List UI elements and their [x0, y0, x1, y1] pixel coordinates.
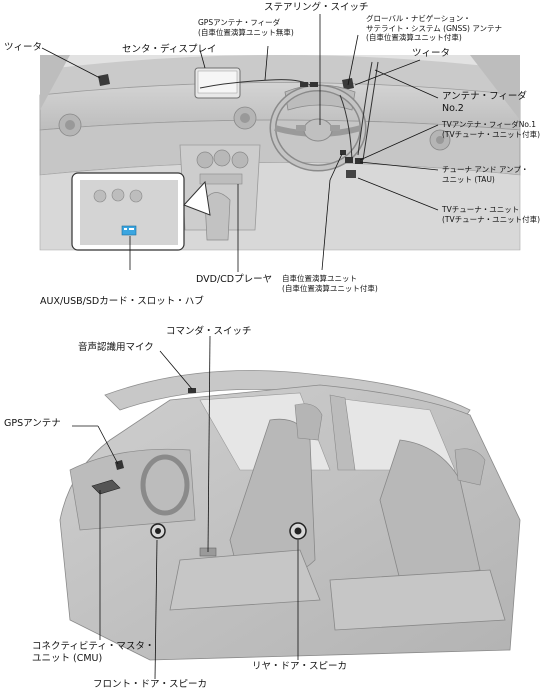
inset-knob-3 — [129, 189, 143, 203]
label-aux-usb-sd-hub: AUX/USB/SDカード・スロット・ハブ — [40, 296, 204, 307]
cabin-steering-wheel — [140, 454, 190, 516]
label-tv-feeder-line1: TVアンテナ・フィーダNo.1 — [442, 120, 536, 129]
inset-knob-1 — [93, 189, 107, 203]
label-tuner-amp-unit: チューナ アンド アンプ・ ユニット (TAU) — [442, 165, 528, 184]
label-dvd-cd-player: DVD/CDプレーヤ — [196, 274, 273, 285]
left-air-vent-core — [65, 120, 75, 130]
right-pillar — [470, 55, 520, 120]
label-gnss-line2: サテライト・システム (GNSS) アンテナ — [366, 23, 503, 33]
right-air-vent-core — [436, 136, 444, 144]
label-gnss-line1: グローバル・ナビゲーション・ — [366, 14, 471, 23]
left-pillar — [40, 55, 70, 110]
label-center-display: センタ・ディスプレイ — [122, 44, 217, 55]
climate-knob-center — [213, 149, 231, 167]
label-antenna-feeder-line1: アンテナ・フィーダ — [442, 91, 527, 102]
label-gps-feeder-line1: GPSアンテナ・フィーダ — [198, 18, 281, 27]
label-steering-switch: ステアリング・スイッチ — [264, 2, 369, 13]
gear-shifter — [204, 192, 231, 241]
rear-seat-cushion — [329, 569, 506, 631]
label-tuner-amp-line1: チューナ アンド アンプ・ — [442, 165, 529, 174]
windshield-edge — [40, 55, 520, 95]
inset-knob-2 — [111, 188, 125, 202]
tweeter-left — [98, 74, 110, 86]
antenna-feeder-cable-1 — [357, 61, 373, 156]
dvd-cd-player — [199, 173, 243, 185]
cmu-unit — [91, 479, 121, 495]
center-display-screen — [197, 70, 238, 94]
rear-headrest — [454, 448, 486, 486]
cabin-illustration — [59, 335, 521, 680]
label-tv-tuner-unit: TVチューナ・ユニット (TVチューナ・ユニット付車) — [442, 205, 540, 224]
rear-door-speaker-cone — [294, 527, 302, 535]
label-rear-door-speaker: リヤ・ドア・スピーカ — [252, 661, 348, 672]
label-position-unit-line1: 自車位置演算ユニット — [282, 274, 357, 283]
position-unit — [340, 150, 346, 155]
gps-feeder-connector-2 — [310, 82, 318, 87]
label-tv-feeder-line2: (TVチューナ・ユニット付車) — [442, 129, 541, 139]
label-position-unit: 自車位置演算ユニット (自車位置演算ユニット付車) — [282, 274, 378, 293]
label-cmu: コネクティビティ・マスタ・ ユニット (CMU) — [32, 641, 154, 665]
label-tweeter-right: ツィータ — [412, 48, 451, 59]
climate-knob-left — [196, 151, 214, 169]
label-tuner-amp-line2: ユニット (TAU) — [442, 174, 495, 184]
label-cmu-line2: ユニット (CMU) — [32, 653, 103, 664]
gnss-cable — [339, 94, 353, 161]
label-position-unit-line2: (自車位置演算ユニット付車) — [282, 283, 378, 293]
cabin-leader-lines — [72, 335, 299, 680]
tv-tuner-unit — [346, 170, 356, 178]
label-tweeter-left: ツィータ — [4, 42, 43, 53]
dashboard-illustration — [39, 14, 521, 272]
climate-knob-right — [231, 151, 249, 169]
label-gps-feeder: GPSアンテナ・フィーダ (自車位置演算ユニット無車) — [198, 18, 294, 37]
label-voice-mic: 音声認識用マイク — [78, 342, 154, 353]
voice-recognition-mic — [188, 388, 196, 393]
label-tv-feeder-no1: TVアンテナ・フィーダNo.1 (TVチューナ・ユニット付車) — [442, 120, 540, 139]
label-antenna-feeder-no2: アンテナ・フィーダ No.2 — [442, 91, 527, 115]
label-front-door-speaker: フロント・ドア・スピーカ — [93, 679, 208, 690]
tv-connector — [355, 158, 363, 164]
cabin-dashboard — [69, 448, 196, 531]
center-left-air-vent-core — [240, 113, 250, 123]
inset-pointer — [183, 180, 211, 216]
tau-unit — [345, 157, 353, 163]
antenna-feeder-cable-2 — [362, 61, 379, 161]
aux-usb-sd-hub — [121, 225, 137, 236]
steering-switch-left — [296, 125, 306, 131]
label-tv-tuner-line1: TVチューナ・ユニット — [442, 205, 520, 214]
label-antenna-feeder-line2: No.2 — [442, 103, 464, 114]
gps-feeder-connector-1 — [300, 82, 308, 87]
steering-switch-right — [330, 125, 340, 131]
label-cmu-line1: コネクティビティ・マスタ・ — [32, 641, 155, 652]
front-seat-cushion — [169, 549, 321, 611]
b-pillar — [329, 394, 356, 471]
dashboard-leader-lines — [41, 14, 439, 272]
label-gps-feeder-line2: (自車位置演算ユニット無車) — [198, 27, 294, 37]
label-tv-tuner-line2: (TVチューナ・ユニット付車) — [442, 214, 541, 224]
front-door-speaker-cone — [155, 528, 161, 534]
label-gnss-antenna: グローバル・ナビゲーション・ サテライト・システム (GNSS) アンテナ (自… — [366, 14, 502, 43]
steering-wheel — [269, 84, 367, 172]
label-commander-switch: コマンダ・スイッチ — [166, 326, 252, 337]
aux-port — [124, 228, 127, 230]
usb-port — [129, 228, 134, 230]
front-headrest — [294, 403, 323, 441]
label-gps-antenna: GPSアンテナ — [4, 418, 61, 429]
label-gnss-line3: (自車位置演算ユニット付車) — [366, 33, 462, 42]
